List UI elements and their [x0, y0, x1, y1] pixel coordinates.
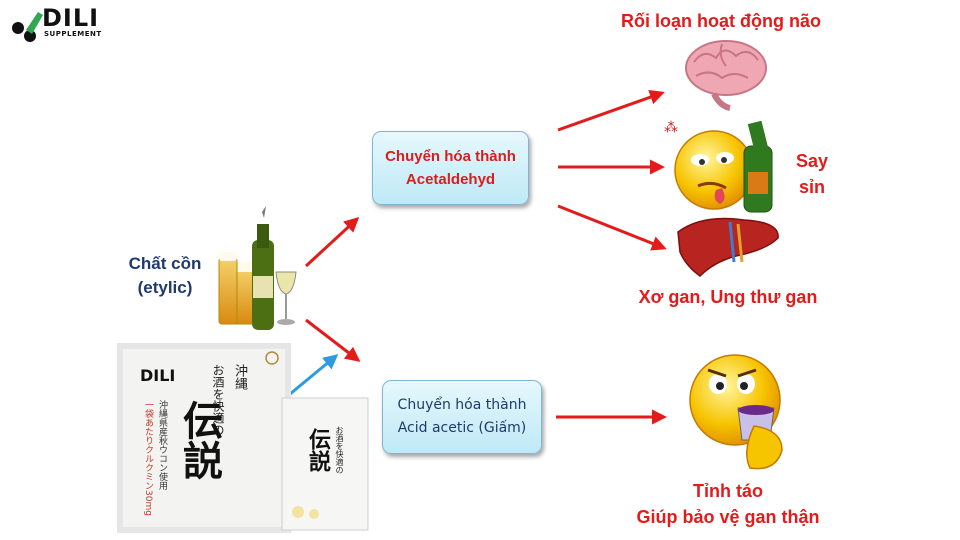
product-dose-text: 一袋あたりクルクミン30mg	[143, 400, 153, 516]
outcome-brain: Rối loạn hoạt động não	[621, 11, 821, 31]
logo-brand: DILI	[42, 4, 100, 32]
outcome-alert-line-2: Giúp bảo vệ gan thận	[636, 507, 820, 527]
liver-icon	[677, 217, 779, 277]
acetic-line-1: Chuyển hóa thành	[397, 397, 527, 413]
acetaldehyd-line-1: Chuyển hóa thành	[385, 148, 516, 165]
product-sachet: 伝説 お酒を快適の	[282, 398, 368, 530]
outcome-drunk-line-1: Say	[795, 151, 829, 171]
logo-subtitle: SUPPLEMENT	[44, 30, 102, 38]
source-line-1: Chất cồn	[128, 254, 202, 273]
outcome-alert: Tỉnh táo Giúp bảo vệ gan thận	[614, 478, 842, 530]
brain-icon	[685, 40, 767, 111]
alert-smiley-icon	[689, 354, 783, 470]
acetic-line-2: Acid acetic (Giấm)	[397, 420, 527, 436]
outcome-liver: Xơ gan, Ung thư gan	[638, 287, 818, 307]
svg-text:⁂: ⁂	[664, 120, 678, 136]
drunk-smiley-icon: ⁂	[664, 120, 773, 213]
arrow-source-to-acetic	[305, 318, 361, 362]
outcome-drunk-line-2: sỉn	[798, 177, 825, 197]
dili-logo	[8, 6, 118, 46]
source-line-2: (etylic)	[137, 278, 193, 297]
logo-mark-icon	[12, 12, 43, 42]
outcome-alert-line-1: Tỉnh táo	[693, 481, 763, 501]
product-title: 伝説	[176, 400, 223, 480]
acetaldehyd-line-2: Acetaldehyd	[405, 171, 496, 188]
acetic-acid-box: Chuyển hóa thành Acid acetic (Giấm)	[382, 380, 542, 454]
arrow-to-liver	[557, 204, 667, 251]
product-logo-text: DILI	[140, 366, 176, 385]
arrow-to-brain	[557, 89, 665, 132]
alcohol-drinks-icon	[218, 206, 297, 330]
source-alcohol-label: Chất cồn (etylic)	[112, 252, 218, 300]
acetaldehyd-box: Chuyển hóa thành Acetaldehyd	[372, 131, 529, 205]
product-label: DILI 沖縄 お酒を快適の 伝説 沖縄県産秋ウコン使用 一袋あたりクルクミン3…	[120, 346, 288, 530]
sachet-title: 伝説	[305, 428, 331, 472]
product-region: 沖縄	[232, 364, 247, 390]
arrow-source-to-acetaldehyd	[304, 216, 360, 268]
outcome-drunk: Say sỉn	[780, 148, 844, 200]
arrow-product-to-acetic	[289, 354, 339, 396]
product-subtitle: お酒を快適の	[211, 364, 225, 436]
product-package	[117, 343, 369, 533]
product-side-text: 沖縄県産秋ウコン使用	[157, 400, 167, 490]
sachet-subtitle: お酒を快適の	[335, 426, 344, 474]
